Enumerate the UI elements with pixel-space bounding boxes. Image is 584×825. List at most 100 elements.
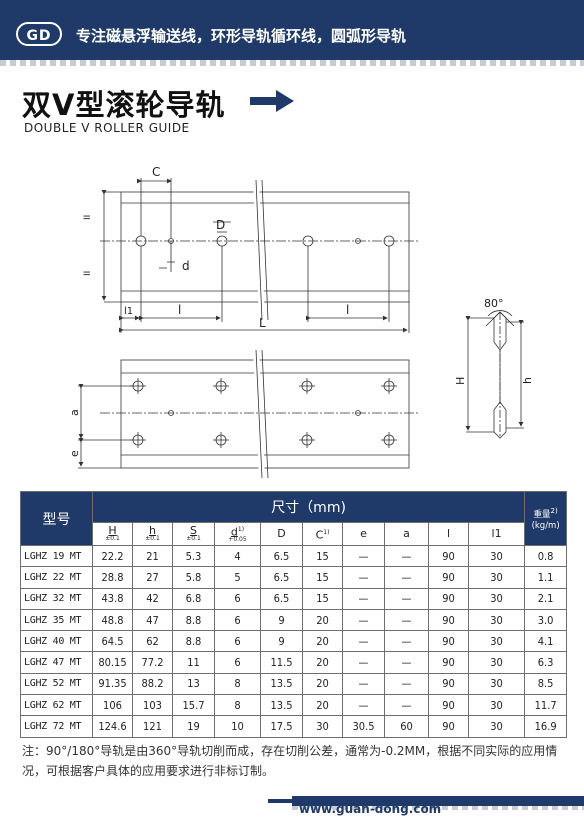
value-cell: 11.7 [524,694,568,717]
column-tolerance: ±0.1 [145,535,160,542]
value-cell: 9 [260,608,303,632]
value-cell: — [342,544,385,568]
value-cell: 0.8 [524,544,568,568]
dim-label-angle: 80° [484,297,504,310]
value-cell: 9 [260,630,303,653]
value-cell: 30 [302,715,343,738]
value-cell: 20 [302,694,343,717]
dim-label-e: e [68,450,81,457]
header-banner: GD 专注磁悬浮输送线，环形导轨循环线，圆弧形导轨 [0,0,584,70]
value-cell: 6.5 [260,587,303,610]
value-cell: 90 [428,587,469,610]
header-weight: 重量2) (kg/m) [524,491,568,546]
page-title: 双V型滚轮导轨 [22,88,226,122]
value-cell: 90 [428,651,469,674]
value-cell: 6 [214,587,261,610]
column-label: S [190,524,197,537]
value-cell: 22.2 [92,544,133,568]
value-cell: 13.5 [260,672,303,696]
dim-label-l-left: l [178,303,181,317]
value-cell: — [384,694,429,717]
value-cell: 88.2 [132,672,173,696]
value-cell: 43.8 [92,587,133,610]
value-cell: 106 [92,694,133,717]
dim-label-l1: l1 [124,306,133,317]
model-cell: LGHZ 22 MT [20,566,93,589]
header-slogan: 专注磁悬浮输送线，环形导轨循环线，圆弧形导轨 [76,27,407,45]
value-cell: 30 [467,694,526,717]
value-cell: — [384,672,429,696]
value-cell: 6 [214,608,261,632]
model-cell: LGHZ 40 MT [20,630,93,653]
value-cell: 8 [214,694,261,717]
value-cell: 5.3 [172,544,215,568]
page-subtitle: DOUBLE V ROLLER GUIDE [24,121,190,135]
header-weight-label: 重量 [533,509,551,520]
value-cell: 28.8 [92,566,133,589]
right-arrow-icon [250,90,294,112]
value-cell: 30.5 [342,715,385,738]
value-cell: 60 [384,715,429,738]
column-label: l1 [491,527,502,540]
website-link[interactable]: www.guan-dong.com [299,802,442,816]
dim-label-l-total: L [259,316,266,330]
value-cell: 80.15 [92,651,133,674]
column-header-a: a [384,522,429,546]
value-cell: 1.1 [524,566,568,589]
model-cell: LGHZ 72 MT [20,715,93,738]
model-cell: LGHZ 47 MT [20,651,93,674]
column-label: l [446,527,451,540]
value-cell: — [384,651,429,674]
footer-accent [268,799,294,803]
column-header-h: h±0.1 [132,522,173,546]
technical-drawing: C D d II II l1 l L l 80° H h a e [68,165,534,479]
value-cell: 20 [302,630,343,653]
value-cell: 13 [172,672,215,696]
value-cell: 27 [132,566,173,589]
column-header-h: H±0.1 [92,522,133,546]
value-cell: — [342,630,385,653]
value-cell: 2.1 [524,587,568,610]
model-cell: LGHZ 35 MT [20,608,93,632]
footer [0,796,584,825]
value-cell: — [342,587,385,610]
value-cell: 15 [302,566,343,589]
column-label: H [108,524,117,537]
value-cell: 30 [467,672,526,696]
value-cell: — [384,608,429,632]
dim-label-h: h [521,377,534,384]
value-cell: — [342,651,385,674]
value-cell: 10 [214,715,261,738]
value-cell: — [342,608,385,632]
value-cell: 19 [172,715,215,738]
value-cell: 90 [428,566,469,589]
column-header-e: e [342,522,385,546]
value-cell: 90 [428,630,469,653]
value-cell: 13.5 [260,694,303,717]
value-cell: — [384,630,429,653]
value-cell: 4 [214,544,261,568]
dim-label-d-upper: D [216,218,225,232]
column-label: a [403,527,410,540]
value-cell: 121 [132,715,173,738]
value-cell: 6 [214,651,261,674]
column-sup: 1) [237,525,245,533]
dim-label-h-top: II [83,215,93,220]
value-cell: 30 [467,544,526,568]
value-cell: 11.5 [260,651,303,674]
value-cell: 6.5 [260,566,303,589]
value-cell: 20 [302,608,343,632]
value-cell: 11 [172,651,215,674]
header-model: 型号 [20,491,93,546]
value-cell: 91.35 [92,672,133,696]
value-cell: 30 [467,651,526,674]
header-dimensions: 尺寸（mm) [91,491,526,523]
value-cell: 15.7 [172,694,215,717]
value-cell: 6.8 [172,587,215,610]
value-cell: 47 [132,608,173,632]
column-label: C [315,528,324,542]
footer-stripe [292,806,584,810]
